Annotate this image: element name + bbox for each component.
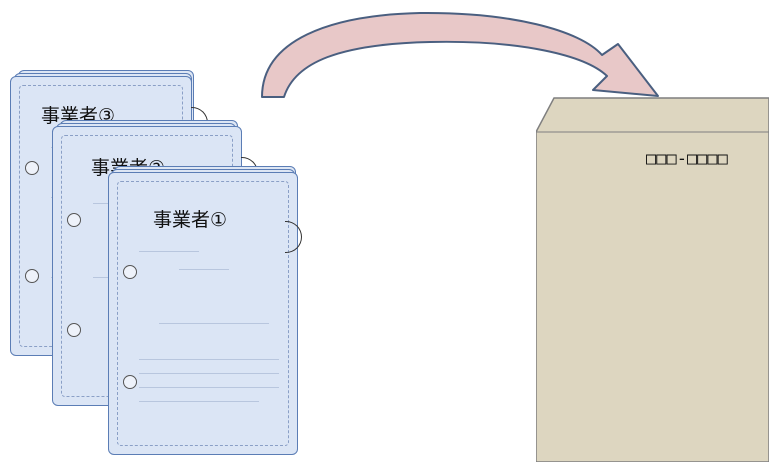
text-line [139,359,279,360]
text-line [139,387,279,388]
punch-hole [25,269,39,283]
postal-code: □□□-□□□□ [646,149,728,169]
text-line [139,251,199,252]
text-line [139,401,259,402]
clip-tab [285,221,302,253]
punch-hole [67,213,81,227]
punch-hole [67,323,81,337]
document-sheet-1: 事業者① [108,172,302,455]
envelope [536,97,769,462]
text-line [139,373,279,374]
text-line [159,323,269,324]
text-line [179,269,229,270]
envelope-body [536,97,769,462]
punch-hole [123,375,137,389]
document-label-1: 事業者① [153,209,228,231]
transfer-arrow-shape [261,11,659,98]
punch-hole [25,161,39,175]
document-stack-1: 事業者① [108,166,302,455]
sheet-border [117,181,289,446]
punch-hole [123,265,137,279]
